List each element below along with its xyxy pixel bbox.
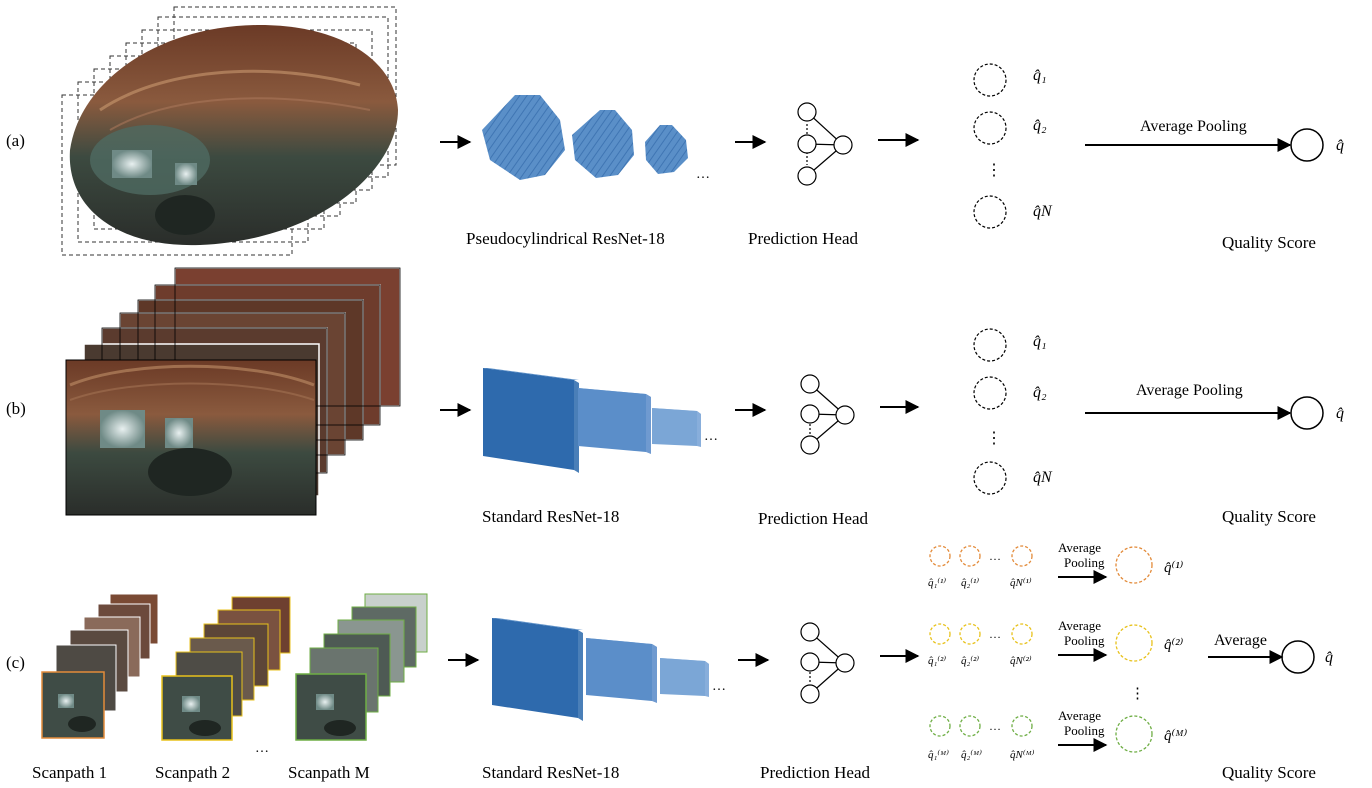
row-a-predictions (973, 63, 1007, 229)
row-a-final-node (1290, 128, 1324, 162)
path-m-result: q̂⁽ᴹ⁾ (1164, 727, 1188, 744)
pred: q̂N⁽²⁾ (1010, 655, 1032, 667)
row-a-head-caption: Prediction Head (748, 229, 858, 248)
row-a-backbone-blocks: … (482, 95, 710, 182)
row-b-pooling-label: Average Pooling (1136, 382, 1243, 399)
ellipsis: … (989, 549, 1001, 563)
row-c: (c) Scanpath 1 Scanpath 2 … (6, 540, 1333, 782)
row-c-head-caption: Prediction Head (760, 763, 870, 782)
block-2 (578, 388, 646, 452)
pred-q1: q̂₁ (1033, 333, 1047, 350)
path-1-result-node (1115, 546, 1153, 584)
row-b: (b) (6, 267, 1344, 528)
row-c-prediction-head (800, 622, 855, 704)
block-1 (482, 95, 565, 180)
row-c-label: (c) (6, 653, 25, 672)
vertical-ellipsis: ⋮ (986, 430, 1002, 447)
scanpath-2-stack (161, 596, 291, 741)
row-b-score-caption: Quality Score (1222, 507, 1316, 526)
pred: q̂N⁽¹⁾ (1010, 577, 1032, 589)
scanpath-m-caption: Scanpath M (288, 763, 370, 782)
row-b-final-node (1290, 396, 1324, 430)
pred-q2: q̂₂ (1033, 384, 1047, 401)
ellipsis: … (696, 167, 710, 182)
path-m-result-node (1115, 715, 1153, 753)
pred: q̂₁⁽ᴹ⁾ (928, 749, 949, 761)
pooling-label-1: Average (1058, 708, 1101, 723)
block-1 (492, 618, 578, 718)
path-2-result: q̂⁽²⁾ (1164, 636, 1184, 653)
pooling-label-2: Pooling (1064, 555, 1105, 570)
row-c-average-label: Average (1214, 632, 1267, 649)
pred-q2: q̂₂ (1033, 117, 1047, 134)
scanpath-m-stack (295, 593, 428, 741)
row-a-score-caption: Quality Score (1222, 233, 1316, 252)
row-a-pseudocylindrical-image (69, 25, 398, 246)
scanpath-2-predictions: … q̂₁⁽²⁾ q̂₂⁽²⁾ q̂N⁽²⁾ Average Pooling q… (928, 618, 1184, 667)
pooling-label-2: Pooling (1064, 723, 1105, 738)
row-c-final: q̂ (1325, 649, 1333, 666)
block-3 (652, 408, 697, 446)
ellipsis: … (712, 679, 726, 694)
row-a-label: (a) (6, 131, 25, 150)
row-b-predictions (973, 328, 1007, 495)
ellipsis: … (989, 719, 1001, 733)
block-3 (660, 658, 705, 696)
pred: q̂₁⁽²⁾ (928, 655, 946, 667)
row-b-label: (b) (6, 399, 26, 418)
vertical-ellipsis: ⋮ (986, 162, 1002, 179)
row-a-final: q̂ (1336, 137, 1344, 154)
path-1-result: q̂⁽¹⁾ (1164, 559, 1184, 576)
block-2 (586, 638, 652, 701)
scanpath-1-predictions: … q̂₁⁽¹⁾ q̂₂⁽¹⁾ q̂N⁽¹⁾ Average Pooling q… (928, 540, 1184, 589)
row-b-prediction-head (800, 374, 855, 455)
row-c-backbone-blocks: … (492, 618, 726, 721)
row-a-backbone-caption: Pseudocylindrical ResNet-18 (466, 229, 665, 248)
pred: q̂₂⁽ᴹ⁾ (961, 749, 982, 761)
pooling-label-1: Average (1058, 540, 1101, 555)
path-2-result-node (1115, 624, 1153, 662)
pred-qN: q̂N (1033, 203, 1053, 220)
row-b-final: q̂ (1336, 405, 1344, 422)
ellipsis: … (989, 627, 1001, 641)
row-b-head-caption: Prediction Head (758, 509, 868, 528)
pred: q̂N⁽ᴹ⁾ (1010, 749, 1035, 761)
scanpath-1-stack (41, 593, 159, 739)
row-a-pooling-label: Average Pooling (1140, 118, 1247, 135)
scanpath-ellipsis: … (255, 741, 269, 756)
row-c-backbone-caption: Standard ResNet-18 (482, 763, 619, 782)
row-c-final-node (1281, 640, 1315, 674)
pred-qN: q̂N (1033, 469, 1053, 486)
pooling-label-1: Average (1058, 618, 1101, 633)
row-b-image-stack (65, 267, 401, 516)
pred: q̂₂⁽²⁾ (961, 655, 979, 667)
block-2 (572, 110, 634, 178)
pred-q1: q̂₁ (1033, 67, 1047, 84)
row-a-prediction-head (797, 102, 853, 186)
pred: q̂₂⁽¹⁾ (961, 577, 979, 589)
scanpath-1-caption: Scanpath 1 (32, 763, 107, 782)
row-b-backbone-caption: Standard ResNet-18 (482, 507, 619, 526)
block-3 (645, 125, 688, 174)
row-b-backbone-blocks: … (483, 368, 718, 473)
scanpath-2-caption: Scanpath 2 (155, 763, 230, 782)
row-a: (a) … Pseud (6, 6, 1344, 256)
block-1 (483, 368, 574, 470)
vertical-ellipsis: ⋮ (1130, 686, 1145, 702)
pred: q̂₁⁽¹⁾ (928, 577, 946, 589)
row-c-score-caption: Quality Score (1222, 763, 1316, 782)
ellipsis: … (704, 429, 718, 444)
scanpath-m-predictions: … q̂₁⁽ᴹ⁾ q̂₂⁽ᴹ⁾ q̂N⁽ᴹ⁾ Average Pooling q… (928, 708, 1188, 761)
pooling-label-2: Pooling (1064, 633, 1105, 648)
